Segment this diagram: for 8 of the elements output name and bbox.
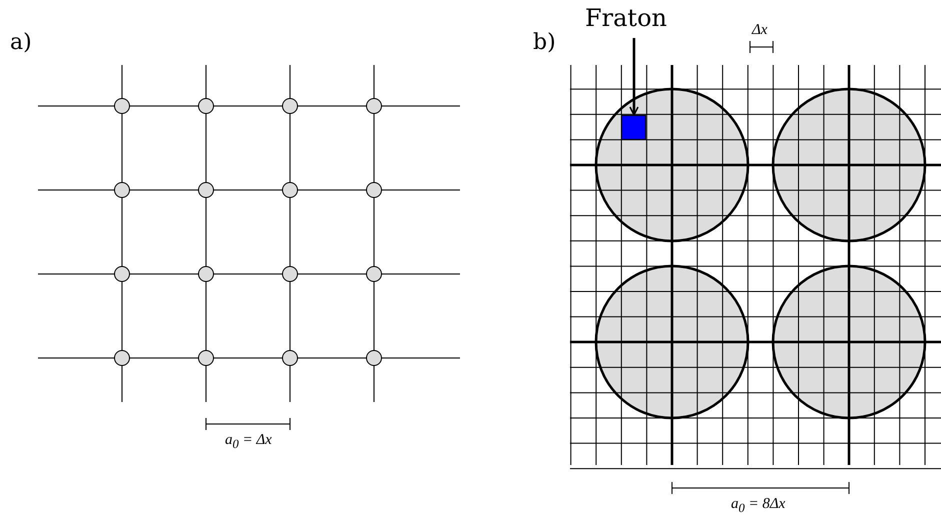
arrow — [629, 38, 639, 116]
fraton-cell — [621, 115, 646, 140]
panel-label: a) — [10, 32, 32, 54]
dimension-label: Δx — [752, 23, 768, 38]
panel-label: b) — [533, 32, 556, 54]
dimension-label: a$_{0}$ = Δx — [225, 433, 272, 450]
callout-label: Fraton — [585, 6, 667, 30]
dimension-label: a$_{0}$ = 8Δx — [731, 497, 786, 514]
